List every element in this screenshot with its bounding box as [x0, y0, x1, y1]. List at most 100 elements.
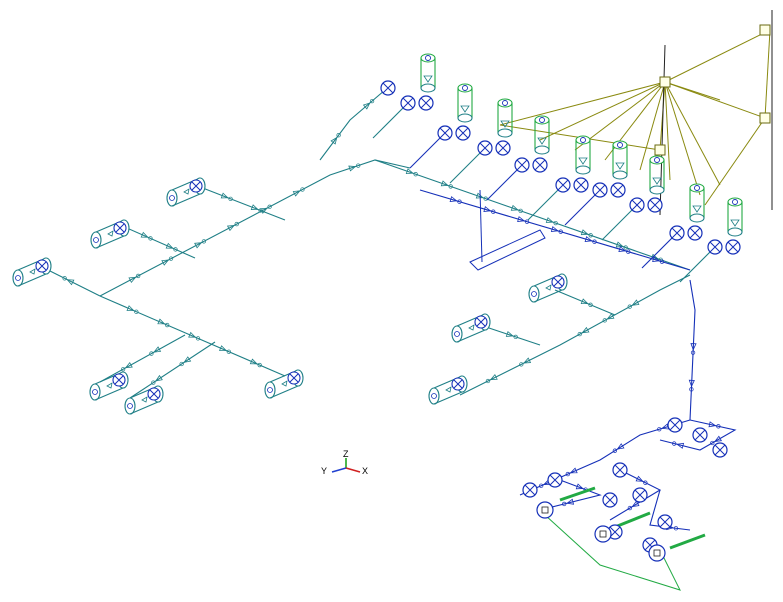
- flow-arrow: [618, 246, 627, 253]
- flow-arrow: [606, 313, 615, 320]
- riser-to-valve: [319, 89, 386, 161]
- lower-loop: [659, 419, 737, 451]
- pipe-node: [148, 236, 153, 241]
- pipe-node: [565, 471, 570, 477]
- pipe-node: [120, 367, 126, 372]
- flow-arrow: [676, 442, 685, 449]
- branch-to-vessel: [601, 204, 638, 241]
- flow-arrow: [575, 483, 584, 490]
- horizontal-tank-icon: [451, 313, 491, 343]
- flow-arrow: [569, 467, 578, 474]
- pipe-node: [62, 276, 67, 281]
- flow-arrow: [292, 190, 301, 197]
- olive-link: [664, 81, 721, 186]
- valve-icon: [669, 225, 685, 241]
- olive-link: [499, 81, 666, 126]
- lower-left-branch: [99, 295, 286, 377]
- valve-icon: [725, 239, 741, 255]
- flow-arrow: [124, 361, 133, 369]
- flow-arrow: [581, 326, 590, 334]
- pipe-node: [513, 334, 518, 340]
- branch-to-vessel: [372, 102, 409, 139]
- valve-icon: [400, 95, 416, 111]
- branch-to-vessel: [679, 246, 716, 283]
- valve-icon: [477, 140, 493, 156]
- green-heater-2: [614, 511, 651, 529]
- right-lower-trunk: [459, 274, 691, 396]
- olive-link: [764, 29, 771, 119]
- branch-right-tank-2: [479, 324, 541, 346]
- olive-link: [664, 81, 671, 181]
- pipe-node: [643, 480, 648, 485]
- pipe-node: [257, 362, 262, 368]
- lower-branch-2: [649, 489, 691, 531]
- flow-arrow: [330, 136, 338, 145]
- pipe-node: [602, 318, 607, 323]
- flow-arrow: [348, 165, 357, 172]
- pipe-node: [558, 229, 563, 234]
- pipe-node: [553, 220, 558, 226]
- vertical-drop: [689, 279, 696, 421]
- branch-to-vessel: [409, 132, 446, 169]
- vertical-tank-icon: [727, 197, 743, 237]
- blue-header: [419, 189, 691, 271]
- flow-arrow: [652, 256, 661, 263]
- pipe-node: [258, 208, 263, 213]
- branch-to-vessel: [564, 189, 601, 226]
- horizontal-tank-icon: [12, 257, 52, 287]
- valve-icon: [612, 462, 628, 478]
- vertical-tank-icon: [612, 140, 628, 180]
- pipe-node: [627, 505, 633, 511]
- horizontal-tank-icon: [166, 177, 206, 207]
- flow-arrow: [545, 217, 554, 223]
- pipe-node: [165, 322, 170, 328]
- branch-to-vessel: [486, 164, 523, 201]
- pipe-node: [592, 239, 597, 244]
- valve-icon: [610, 182, 626, 198]
- branch-right-tank-1: [554, 289, 616, 316]
- junction-box-icon: [759, 112, 771, 124]
- valve-icon: [522, 482, 538, 498]
- valve-icon: [547, 472, 563, 488]
- valve-icon: [602, 492, 618, 508]
- flow-arrow: [483, 206, 492, 213]
- pipe-node: [356, 163, 361, 168]
- flow-arrow: [226, 224, 236, 232]
- pipe-node: [149, 351, 154, 356]
- pipe-node: [519, 362, 524, 367]
- vertical-tank-icon: [497, 98, 513, 138]
- pipe-node: [690, 350, 696, 355]
- pipe-node: [672, 441, 677, 446]
- pipe-node: [657, 427, 662, 432]
- pump-icon: [594, 525, 612, 543]
- flow-arrow: [449, 196, 458, 203]
- flow-arrow: [188, 331, 197, 338]
- pipe-node: [448, 184, 453, 189]
- pipe-node: [623, 245, 628, 250]
- vertical-tank-icon: [420, 53, 436, 93]
- vertical-tank-icon: [649, 155, 665, 195]
- branch-to-vessel: [527, 184, 564, 221]
- valve-icon: [495, 140, 511, 156]
- flow-arrow: [250, 204, 259, 210]
- flow-arrow: [631, 299, 640, 306]
- flow-arrow: [523, 357, 532, 364]
- flow-arrow: [708, 421, 717, 428]
- pipe-node: [267, 204, 272, 209]
- vertical-tank-icon: [689, 183, 705, 223]
- horizontal-tank-icon: [89, 371, 129, 401]
- flow-arrow: [616, 443, 625, 450]
- flow-arrow: [713, 435, 722, 443]
- x-axis-line: [345, 467, 361, 473]
- junction-box-icon: [759, 24, 771, 36]
- pipe-node: [659, 259, 665, 264]
- main-teal-trunk: [99, 159, 411, 297]
- junction-box-icon: [654, 144, 666, 156]
- flow-arrow: [584, 236, 593, 243]
- valve-icon: [380, 80, 396, 96]
- flow-arrow: [183, 356, 192, 363]
- flow-arrow: [440, 180, 449, 187]
- valve-icon: [514, 157, 530, 173]
- olive-link: [539, 81, 666, 141]
